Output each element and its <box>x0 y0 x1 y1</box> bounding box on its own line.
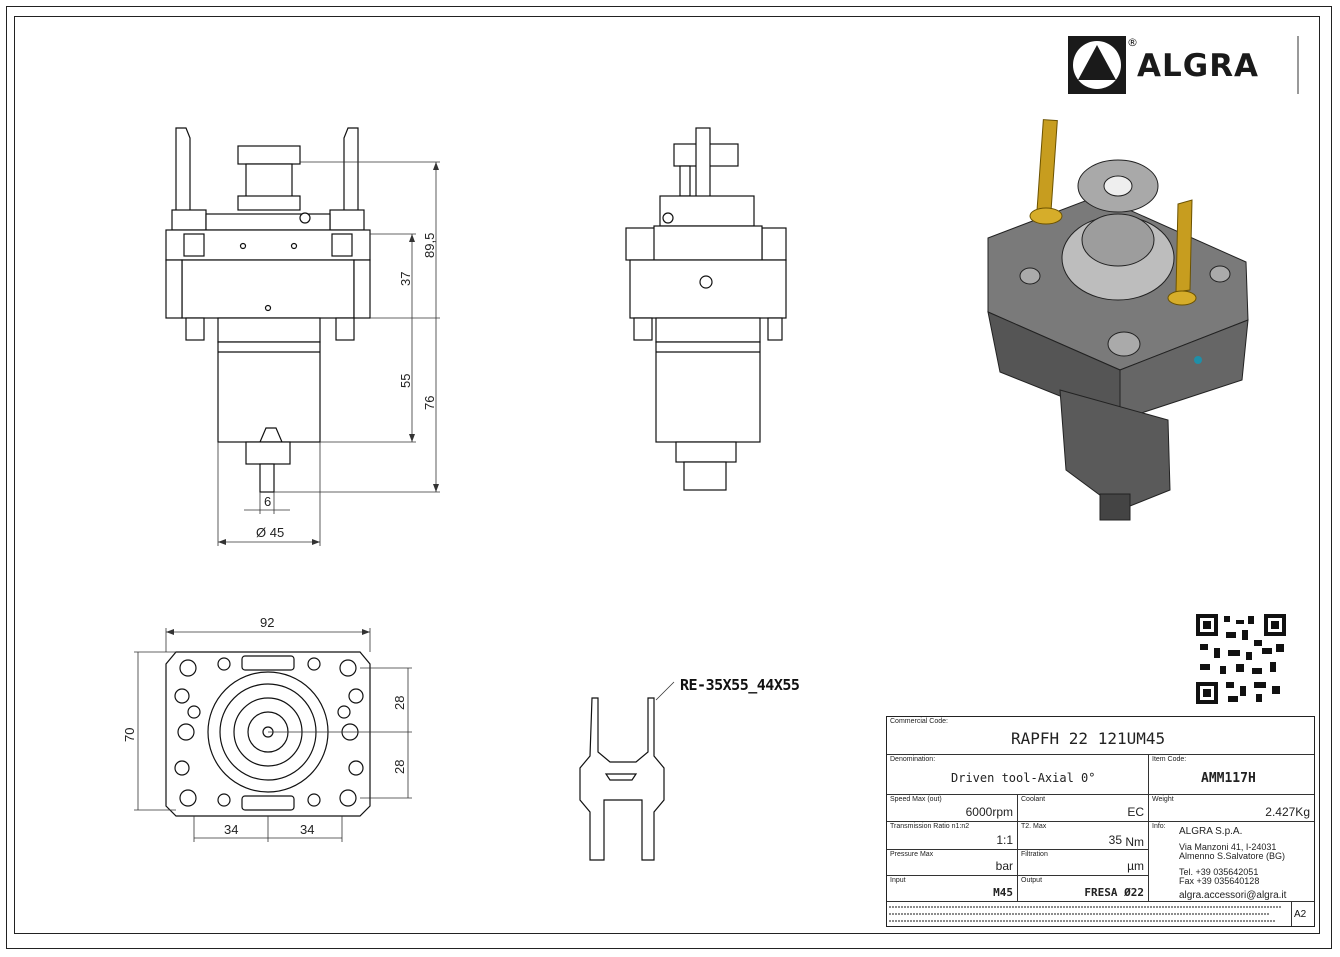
ratio-caption: Transmission Ratio n1:n2 <box>890 823 970 830</box>
weight-value: 2.427Kg <box>1265 805 1310 819</box>
info-email[interactable]: algra.accessori@algra.it <box>1179 890 1287 901</box>
dim-34-left: 34 <box>224 822 239 837</box>
speed-caption: Speed Max (out) <box>890 796 942 803</box>
algra-logo-icon <box>1068 36 1299 94</box>
torque-caption: T2. Max <box>1021 823 1047 830</box>
profile-section <box>579 681 675 861</box>
input-value: M45 <box>993 886 1013 899</box>
torque-cell: T2. Max 35 Nm <box>1018 822 1149 850</box>
weight-cell: Weight 2.427Kg <box>1149 795 1314 822</box>
front-view <box>165 127 371 493</box>
pressure-caption: Pressure Max <box>890 851 934 858</box>
qr-code <box>1196 614 1286 704</box>
commercial-code-value: RAPFH 22 121UM45 <box>1011 729 1166 748</box>
info-cell: Info: ALGRA S.p.A. Via Manzoni 41, I-240… <box>1149 822 1314 902</box>
output-cell: Output FRESA Ø22 <box>1018 876 1149 902</box>
torque-value: 35 <box>1108 833 1122 847</box>
bottom-view <box>165 651 371 817</box>
dim-37: 37 <box>398 271 413 286</box>
commercial-code-cell: Commercial Code: RAPFH 22 121UM45 <box>887 717 1314 755</box>
speed-value: 6000rpm <box>965 805 1013 819</box>
dim-89-5: 89,5 <box>422 232 437 258</box>
front-dimension-lines <box>217 161 440 546</box>
coolant-caption: Coolant <box>1021 796 1046 803</box>
coolant-cell: Coolant EC <box>1018 795 1149 822</box>
dimension-arrows <box>166 162 439 635</box>
output-caption: Output <box>1021 877 1043 884</box>
brand-name: ALGRA <box>1137 48 1260 84</box>
dim-76: 76 <box>422 395 437 410</box>
info-address1: Via Manzoni 41, I-24031 <box>1179 842 1277 852</box>
filtration-cell: Filtration µm <box>1018 850 1149 876</box>
registered-mark: ® <box>1127 36 1138 49</box>
profile-label: RE-35X55_44X55 <box>680 676 800 694</box>
dim-92: 92 <box>260 615 275 630</box>
info-address2: Almenno S.Salvatore (BG) <box>1179 851 1286 861</box>
weight-caption: Weight <box>1152 796 1174 803</box>
info-caption: Info: <box>1152 823 1166 830</box>
isometric-render <box>987 119 1249 521</box>
info-tel: Tel. +39 035642051 <box>1179 867 1259 877</box>
title-block: Commercial Code: RAPFH 22 121UM45 Denomi… <box>886 716 1315 927</box>
sheet-outer-border <box>6 6 1332 949</box>
fine-print-cell <box>887 902 1292 926</box>
denomination-caption: Denomination: <box>890 756 936 763</box>
side-view <box>625 127 787 491</box>
dim-diameter-45: Ø 45 <box>256 525 285 540</box>
item-code-caption: Item Code: <box>1152 756 1187 763</box>
torque-unit: Nm <box>1125 835 1144 849</box>
pressure-cell: Pressure Max bar <box>887 850 1018 876</box>
output-value: FRESA Ø22 <box>1084 886 1144 899</box>
input-cell: Input M45 <box>887 876 1018 902</box>
input-caption: Input <box>890 877 906 884</box>
ratio-cell: Transmission Ratio n1:n2 1:1 <box>887 822 1018 850</box>
dim-70: 70 <box>122 727 137 742</box>
dim-34-right: 34 <box>300 822 315 837</box>
pressure-unit: bar <box>995 859 1013 873</box>
denomination-cell: Denomination: Driven tool-Axial 0° <box>887 755 1149 795</box>
sheet-inner-border <box>14 16 1320 934</box>
dim-6: 6 <box>264 494 272 509</box>
dim-28-top: 28 <box>392 695 407 710</box>
filtration-caption: Filtration <box>1021 851 1048 858</box>
speed-cell: Speed Max (out) 6000rpm <box>887 795 1018 822</box>
dim-28-bottom: 28 <box>392 759 407 774</box>
info-company: ALGRA S.p.A. <box>1179 826 1243 837</box>
denomination-value: Driven tool-Axial 0° <box>951 771 1096 785</box>
item-code-value: AMM117H <box>1201 771 1256 786</box>
commercial-code-caption: Commercial Code: <box>890 718 948 725</box>
info-fax: Fax +39 035640128 <box>1179 876 1260 886</box>
sheet-size: A2 <box>1294 909 1307 920</box>
dim-55: 55 <box>398 373 413 388</box>
ratio-value: 1:1 <box>996 833 1013 847</box>
filtration-unit: µm <box>1127 859 1144 873</box>
coolant-value: EC <box>1127 805 1144 819</box>
item-code-cell: Item Code: AMM117H <box>1149 755 1314 795</box>
fine-print-lines-icon <box>889 906 1281 922</box>
